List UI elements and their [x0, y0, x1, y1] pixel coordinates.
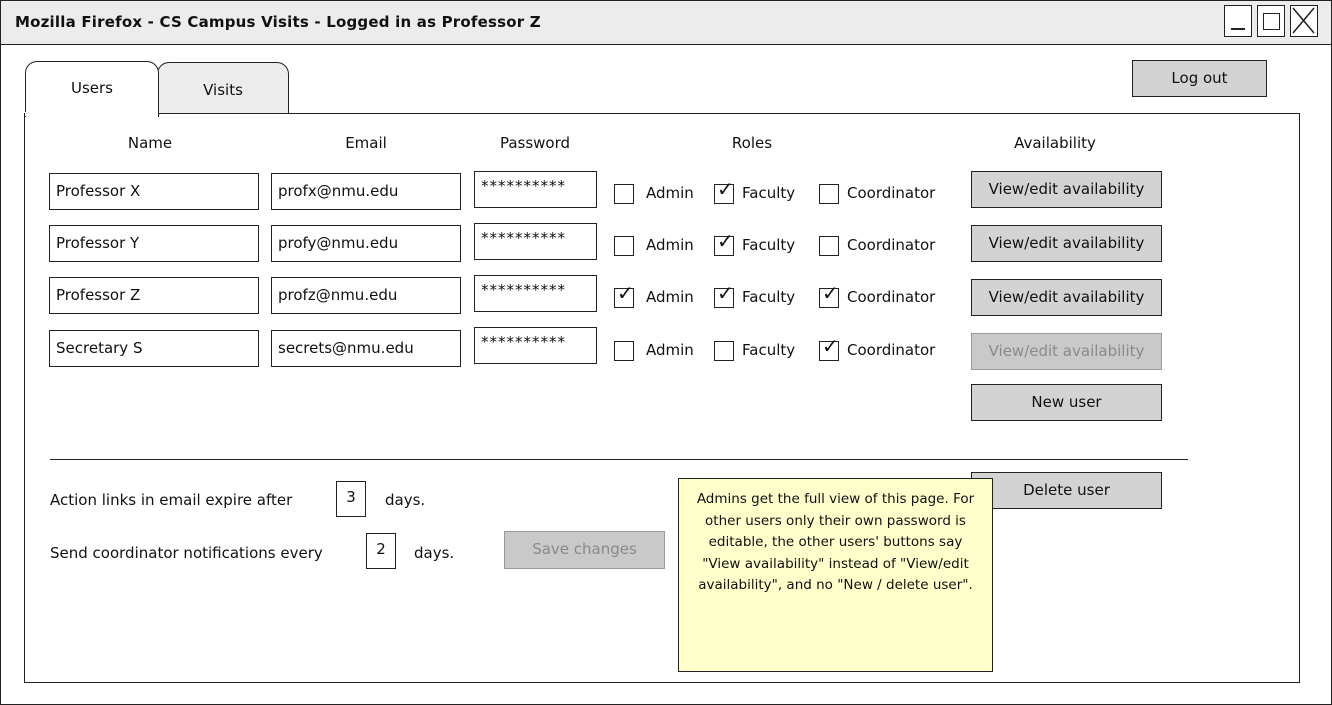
admin-checkbox[interactable]: ✓: [614, 341, 634, 361]
password-field[interactable]: **********: [474, 275, 597, 312]
admin-label: Admin: [646, 236, 694, 254]
email-field[interactable]: profx@nmu.edu: [271, 173, 461, 210]
admin-label: Admin: [646, 341, 694, 359]
coordinator-checkbox[interactable]: ✓: [819, 236, 839, 256]
expire-days-input[interactable]: 3: [336, 481, 366, 517]
name-field[interactable]: Professor X: [49, 173, 259, 210]
admin-checkbox[interactable]: ✓: [614, 236, 634, 256]
checkmark-icon: ✓: [822, 334, 839, 358]
tab-users[interactable]: Users: [25, 61, 159, 117]
expire-label: Action links in email expire after: [50, 491, 293, 509]
column-header-roles: Roles: [731, 134, 773, 152]
maximize-icon[interactable]: [1257, 5, 1285, 37]
faculty-label: Faculty: [742, 236, 796, 254]
column-header-email: Email: [345, 134, 387, 152]
title-bar: Mozilla Firefox - CS Campus Visits - Log…: [1, 1, 1331, 45]
admin-checkbox[interactable]: ✓: [614, 283, 634, 308]
coordinator-label: Coordinator: [847, 184, 936, 202]
section-divider: [50, 459, 1188, 460]
name-field[interactable]: Professor Z: [49, 277, 259, 314]
name-field[interactable]: Professor Y: [49, 225, 259, 262]
faculty-label: Faculty: [742, 184, 796, 202]
faculty-label: Faculty: [742, 288, 796, 306]
column-header-name: Name: [127, 134, 173, 152]
admin-label: Admin: [646, 288, 694, 306]
password-field[interactable]: **********: [474, 327, 597, 364]
faculty-label: Faculty: [742, 341, 796, 359]
notify-label: Send coordinator notifications every: [50, 544, 323, 562]
checkmark-icon: ✓: [822, 281, 839, 305]
password-field[interactable]: **********: [474, 223, 597, 260]
admin-label: Admin: [646, 184, 694, 202]
faculty-checkbox[interactable]: ✓: [714, 179, 734, 204]
password-field[interactable]: **********: [474, 171, 597, 208]
annotation-note: Admins get the full view of this page. F…: [678, 478, 993, 672]
active-tab-joint: [25, 112, 157, 116]
column-header-availability: Availability: [1014, 134, 1096, 152]
checkmark-icon: ✓: [717, 281, 734, 305]
availability-button[interactable]: View/edit availability: [971, 171, 1162, 208]
window-title: Mozilla Firefox - CS Campus Visits - Log…: [15, 13, 541, 31]
availability-button[interactable]: View/edit availability: [971, 333, 1162, 370]
coordinator-label: Coordinator: [847, 288, 936, 306]
logout-button[interactable]: Log out: [1132, 60, 1267, 97]
availability-button[interactable]: View/edit availability: [971, 225, 1162, 262]
availability-button[interactable]: View/edit availability: [971, 279, 1162, 316]
faculty-checkbox[interactable]: ✓: [714, 283, 734, 308]
name-field[interactable]: Secretary S: [49, 330, 259, 367]
new-user-button[interactable]: New user: [971, 384, 1162, 421]
coordinator-label: Coordinator: [847, 341, 936, 359]
email-field[interactable]: profy@nmu.edu: [271, 225, 461, 262]
faculty-checkbox[interactable]: ✓: [714, 341, 734, 361]
email-field[interactable]: profz@nmu.edu: [271, 277, 461, 314]
minimize-icon[interactable]: [1224, 5, 1252, 37]
checkmark-icon: ✓: [717, 229, 734, 253]
faculty-checkbox[interactable]: ✓: [714, 231, 734, 256]
coordinator-checkbox[interactable]: ✓: [819, 336, 839, 361]
notify-unit-label: days.: [414, 544, 455, 562]
delete-user-button[interactable]: Delete user: [971, 472, 1162, 509]
close-icon[interactable]: [1290, 5, 1318, 37]
column-header-password: Password: [499, 134, 571, 152]
expire-unit-label: days.: [385, 491, 426, 509]
notify-days-input[interactable]: 2: [366, 533, 396, 569]
coordinator-checkbox[interactable]: ✓: [819, 283, 839, 308]
coordinator-label: Coordinator: [847, 236, 936, 254]
coordinator-checkbox[interactable]: ✓: [819, 184, 839, 204]
tab-visits[interactable]: Visits: [157, 62, 289, 114]
email-field[interactable]: secrets@nmu.edu: [271, 330, 461, 367]
admin-checkbox[interactable]: ✓: [614, 184, 634, 204]
checkmark-icon: ✓: [717, 177, 734, 201]
checkmark-icon: ✓: [617, 281, 634, 305]
save-changes-button[interactable]: Save changes: [504, 531, 665, 569]
